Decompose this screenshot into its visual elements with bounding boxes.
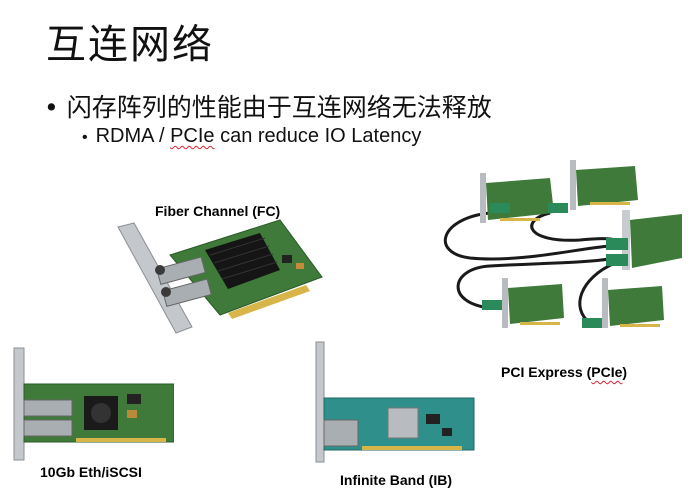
caption-pcie-prefix: PCI Express ( — [501, 364, 592, 380]
bullet-1: •闪存阵列的性能由于互连网络无法释放 — [44, 88, 492, 124]
caption-ethernet-iscsi: 10Gb Eth/iSCSI — [40, 464, 142, 480]
caption-infiniband: Infinite Band (IB) — [340, 472, 452, 488]
bullet-2-flagged-word: PCIe — [170, 125, 215, 147]
bullet-2-prefix: RDMA / — [95, 125, 171, 147]
bullet-2: • RDMA / PCIe can reduce IO Latency — [82, 125, 421, 148]
caption-pcie-flagged: PCIe — [591, 364, 623, 380]
ethernet-iscsi-card-image — [13, 347, 174, 461]
bullet-dot: • — [44, 93, 59, 122]
slide-title: 互连网络 — [46, 22, 214, 68]
bullet-dot: • — [82, 129, 88, 146]
fiber-channel-card-image — [117, 219, 323, 334]
bullet-1-text: 闪存阵列的性能由于互连网络无法释放 — [66, 93, 492, 122]
bullet-2-suffix: can reduce IO Latency — [214, 125, 422, 147]
infiniband-card-image — [315, 341, 475, 463]
pcie-switch-cluster-image — [443, 160, 682, 328]
caption-pci-express: PCI Express (PCIe) — [501, 364, 627, 380]
caption-fiber-channel: Fiber Channel (FC) — [155, 203, 281, 219]
caption-pcie-suffix: ) — [622, 364, 628, 380]
